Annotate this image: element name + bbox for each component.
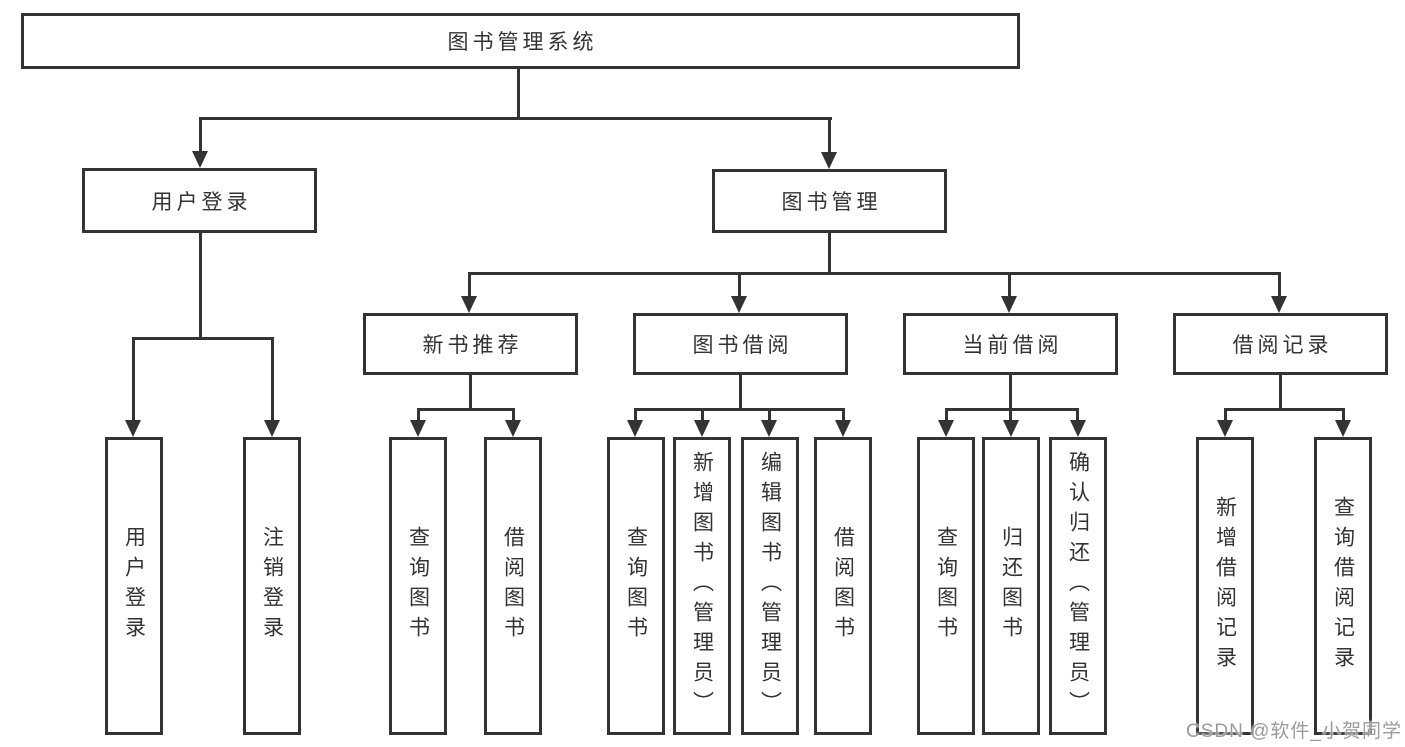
leaf-current-confirm-return-admin: 确认归还（管理员） [1049, 437, 1107, 735]
node-user-login: 用户登录 [82, 168, 317, 233]
leaf-recommend-borrow-book: 借阅图书 [484, 437, 542, 735]
node-new-book-recommend: 新书推荐 [363, 313, 578, 375]
leaf-borrow-add-book-admin: 新增图书（管理员） [673, 437, 731, 735]
leaf-records-add-record-label: 新增借阅记录 [1213, 496, 1237, 676]
connector-arrowhead [264, 420, 280, 437]
node-root: 图书管理系统 [21, 13, 1020, 69]
leaf-records-add-record: 新增借阅记录 [1196, 437, 1254, 735]
connector-line [1279, 375, 1282, 411]
connector-line [738, 272, 741, 298]
connector-line [132, 337, 274, 340]
leaf-current-return-book-label: 归还图书 [999, 526, 1023, 646]
connector-arrowhead [627, 420, 643, 437]
connector-line [199, 117, 832, 120]
leaf-borrow-query-book-label: 查询图书 [624, 526, 648, 646]
connector-arrowhead [694, 420, 710, 437]
node-current-borrow-label: 当前借阅 [962, 334, 1063, 357]
connector-arrowhead [938, 420, 954, 437]
connector-line [517, 68, 520, 120]
connector-arrowhead [1217, 420, 1233, 437]
connector-line [132, 337, 135, 421]
watermark: CSDN @软件_小贺同学 [1186, 721, 1402, 742]
connector-line [1224, 408, 1345, 411]
leaf-recommend-borrow-book-label: 借阅图书 [501, 526, 525, 646]
connector-line [945, 408, 948, 422]
leaf-user-login-label: 用户登录 [122, 526, 146, 646]
leaf-current-query-book-label: 查询图书 [934, 526, 958, 646]
node-book-borrow-label: 图书借阅 [692, 334, 793, 357]
connector-arrowhead [761, 420, 777, 437]
connector-line [417, 408, 515, 411]
connector-line [1009, 408, 1012, 422]
leaf-user-login: 用户登录 [105, 437, 163, 735]
connector-arrowhead [1001, 296, 1017, 313]
connector-line [768, 408, 771, 422]
connector-arrowhead [461, 296, 477, 313]
connector-line [199, 233, 202, 340]
node-new-book-recommend-label: 新书推荐 [422, 334, 523, 357]
node-borrow-records-label: 借阅记录 [1232, 334, 1333, 357]
leaf-borrow-borrow-book: 借阅图书 [814, 437, 872, 735]
leaf-logout: 注销登录 [243, 437, 301, 735]
connector-arrowhead [731, 296, 747, 313]
connector-line [271, 337, 274, 421]
leaf-current-query-book: 查询图书 [917, 437, 975, 735]
leaf-records-query-record-label: 查询借阅记录 [1331, 496, 1355, 676]
connector-line [701, 408, 704, 422]
leaf-current-return-book: 归还图书 [982, 437, 1040, 735]
connector-line [417, 408, 420, 422]
connector-arrowhead [821, 152, 837, 169]
node-book-borrow: 图书借阅 [633, 313, 848, 375]
leaf-recommend-query-book: 查询图书 [389, 437, 447, 735]
connector-arrowhead [192, 151, 208, 168]
node-root-label: 图书管理系统 [447, 31, 598, 54]
connector-line [512, 408, 515, 422]
connector-arrowhead [1003, 420, 1019, 437]
leaf-borrow-query-book: 查询图书 [607, 437, 665, 735]
connector-line [634, 408, 637, 422]
connector-line [1342, 408, 1345, 422]
connector-line [828, 233, 831, 275]
connector-arrowhead [505, 420, 521, 437]
leaf-records-query-record: 查询借阅记录 [1314, 437, 1372, 735]
connector-line [1278, 272, 1281, 298]
connector-line [634, 408, 845, 411]
connector-arrowhead [1271, 296, 1287, 313]
connector-line [468, 272, 471, 298]
leaf-recommend-query-book-label: 查询图书 [406, 526, 430, 646]
connector-line [199, 117, 202, 152]
leaf-borrow-borrow-book-label: 借阅图书 [831, 526, 855, 646]
node-book-mgmt-label: 图书管理 [781, 191, 882, 214]
leaf-borrow-edit-book-admin-label: 编辑图书（管理员） [758, 451, 782, 721]
leaf-logout-label: 注销登录 [260, 526, 284, 646]
connector-line [1009, 375, 1012, 411]
connector-line [828, 117, 831, 153]
connector-line [1224, 408, 1227, 422]
leaf-borrow-add-book-admin-label: 新增图书（管理员） [690, 451, 714, 721]
connector-line [1008, 272, 1011, 298]
connector-arrowhead [125, 420, 141, 437]
connector-arrowhead [835, 420, 851, 437]
connector-line [842, 408, 845, 422]
connector-line [1076, 408, 1079, 422]
connector-arrowhead [1335, 420, 1351, 437]
connector-line [945, 408, 1079, 411]
node-current-borrow: 当前借阅 [903, 313, 1118, 375]
connector-arrowhead [410, 420, 426, 437]
leaf-current-confirm-return-admin-label: 确认归还（管理员） [1066, 451, 1090, 721]
leaf-borrow-edit-book-admin: 编辑图书（管理员） [741, 437, 799, 735]
node-book-mgmt: 图书管理 [712, 169, 947, 233]
connector-line [468, 272, 1281, 275]
node-user-login-label: 用户登录 [151, 190, 252, 214]
connector-line [469, 375, 472, 411]
connector-line [739, 375, 742, 411]
node-borrow-records: 借阅记录 [1173, 313, 1388, 375]
connector-arrowhead [1070, 420, 1086, 437]
